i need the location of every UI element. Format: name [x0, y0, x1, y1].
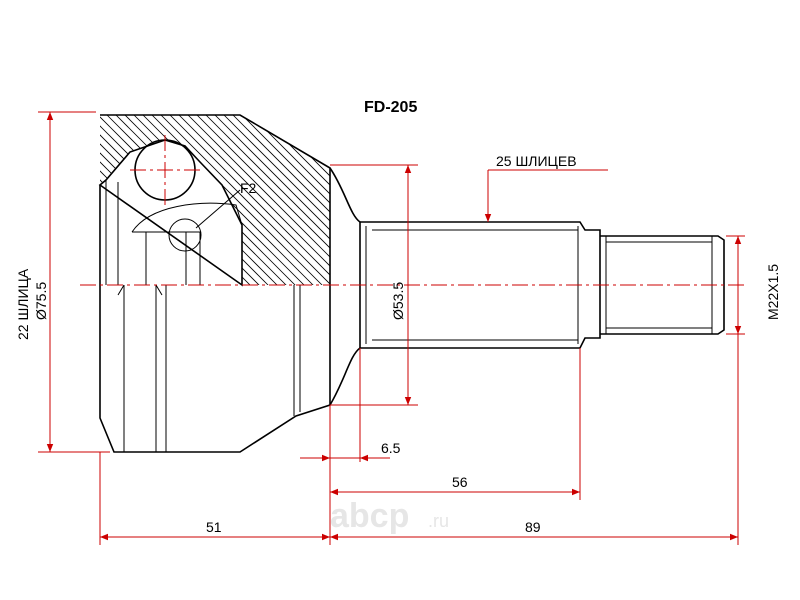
hatch-line	[235, 115, 330, 285]
hatch-line	[244, 115, 330, 285]
hatch-line	[443, 100, 643, 300]
hatch-line	[100, 115, 302, 285]
part-number-title: FD-205	[364, 99, 417, 116]
hatch-line	[353, 100, 553, 300]
dimension-6-5: 6.5	[381, 440, 401, 456]
hatch-line	[100, 115, 203, 285]
hatch-line	[190, 115, 330, 285]
hatch-line	[425, 100, 625, 300]
hatch-line	[253, 115, 330, 285]
splined-shaft	[359, 221, 601, 349]
leader-f2	[195, 189, 241, 229]
hatch-line	[262, 115, 330, 285]
hatch-line	[100, 115, 248, 285]
watermark-suffix: .ru	[428, 511, 449, 531]
hatch-line	[380, 100, 580, 300]
hatch-line	[461, 100, 661, 300]
hatch-line	[289, 115, 330, 285]
label-feature-f2: F2	[240, 180, 257, 196]
hatch-line	[118, 115, 320, 285]
hatch-line	[217, 115, 330, 285]
hatch-line	[100, 115, 212, 285]
hatch-line	[416, 100, 616, 300]
hatch-line	[325, 115, 330, 285]
inner-cage	[105, 180, 243, 285]
hatch-line	[0, 100, 76, 300]
hatch-line	[271, 115, 330, 285]
dimension-51: 51	[206, 519, 222, 535]
hatch-line	[154, 115, 330, 285]
hatch-line	[389, 100, 589, 300]
hatch-line	[100, 115, 284, 285]
hatch-line	[100, 115, 257, 285]
hatch-line	[0, 100, 67, 300]
cv-joint-outline	[0, 100, 725, 453]
label-splines-outer: 25 ШЛИЦЕВ	[496, 153, 577, 169]
hatch-line	[145, 115, 330, 285]
label-splines-inner: 22 ШЛИЦА	[15, 268, 31, 340]
hatch-line	[452, 100, 652, 300]
hatch-line	[488, 100, 688, 300]
housing-lower-outline	[99, 185, 331, 453]
hatch-line	[479, 100, 679, 300]
neck-outline	[329, 167, 361, 406]
housing-section-outline	[98, 114, 331, 287]
housing-bands	[117, 284, 301, 452]
hatch-line	[280, 115, 330, 285]
hatch-line	[335, 100, 535, 300]
label-diameter-shaft: Ø53.5	[390, 282, 406, 320]
dimension-56: 56	[452, 474, 468, 490]
hatch-line	[398, 100, 598, 300]
label-thread: M22X1.5	[765, 264, 781, 320]
hatch-line	[0, 100, 85, 300]
hatch-line	[407, 100, 607, 300]
hatch-line	[208, 115, 330, 285]
watermark-brand: abcp	[330, 497, 409, 535]
hatch-line	[199, 115, 330, 285]
hatch-line	[100, 115, 275, 285]
detail-circle-f2	[168, 218, 202, 252]
hatch-line	[109, 115, 311, 285]
hatch-line	[470, 100, 670, 300]
hatch-line	[344, 100, 544, 300]
hatch-line	[226, 115, 330, 285]
hatch-line	[136, 115, 330, 285]
label-diameter-housing: Ø75.5	[33, 282, 49, 320]
hatch-line	[100, 115, 230, 285]
hatch-line	[100, 115, 239, 285]
hatch-line	[298, 115, 330, 285]
housing-hatch	[0, 100, 697, 300]
hatch-line	[163, 115, 330, 285]
watermark-logo: abcp .ru	[330, 497, 449, 535]
hatch-line	[362, 100, 562, 300]
hatch-line	[497, 100, 697, 300]
dimension-89: 89	[525, 519, 541, 535]
hatch-line	[172, 115, 330, 285]
hatch-line	[371, 100, 571, 300]
hatch-line	[181, 115, 330, 285]
hatch-line	[434, 100, 634, 300]
dimension-lines	[38, 111, 745, 545]
